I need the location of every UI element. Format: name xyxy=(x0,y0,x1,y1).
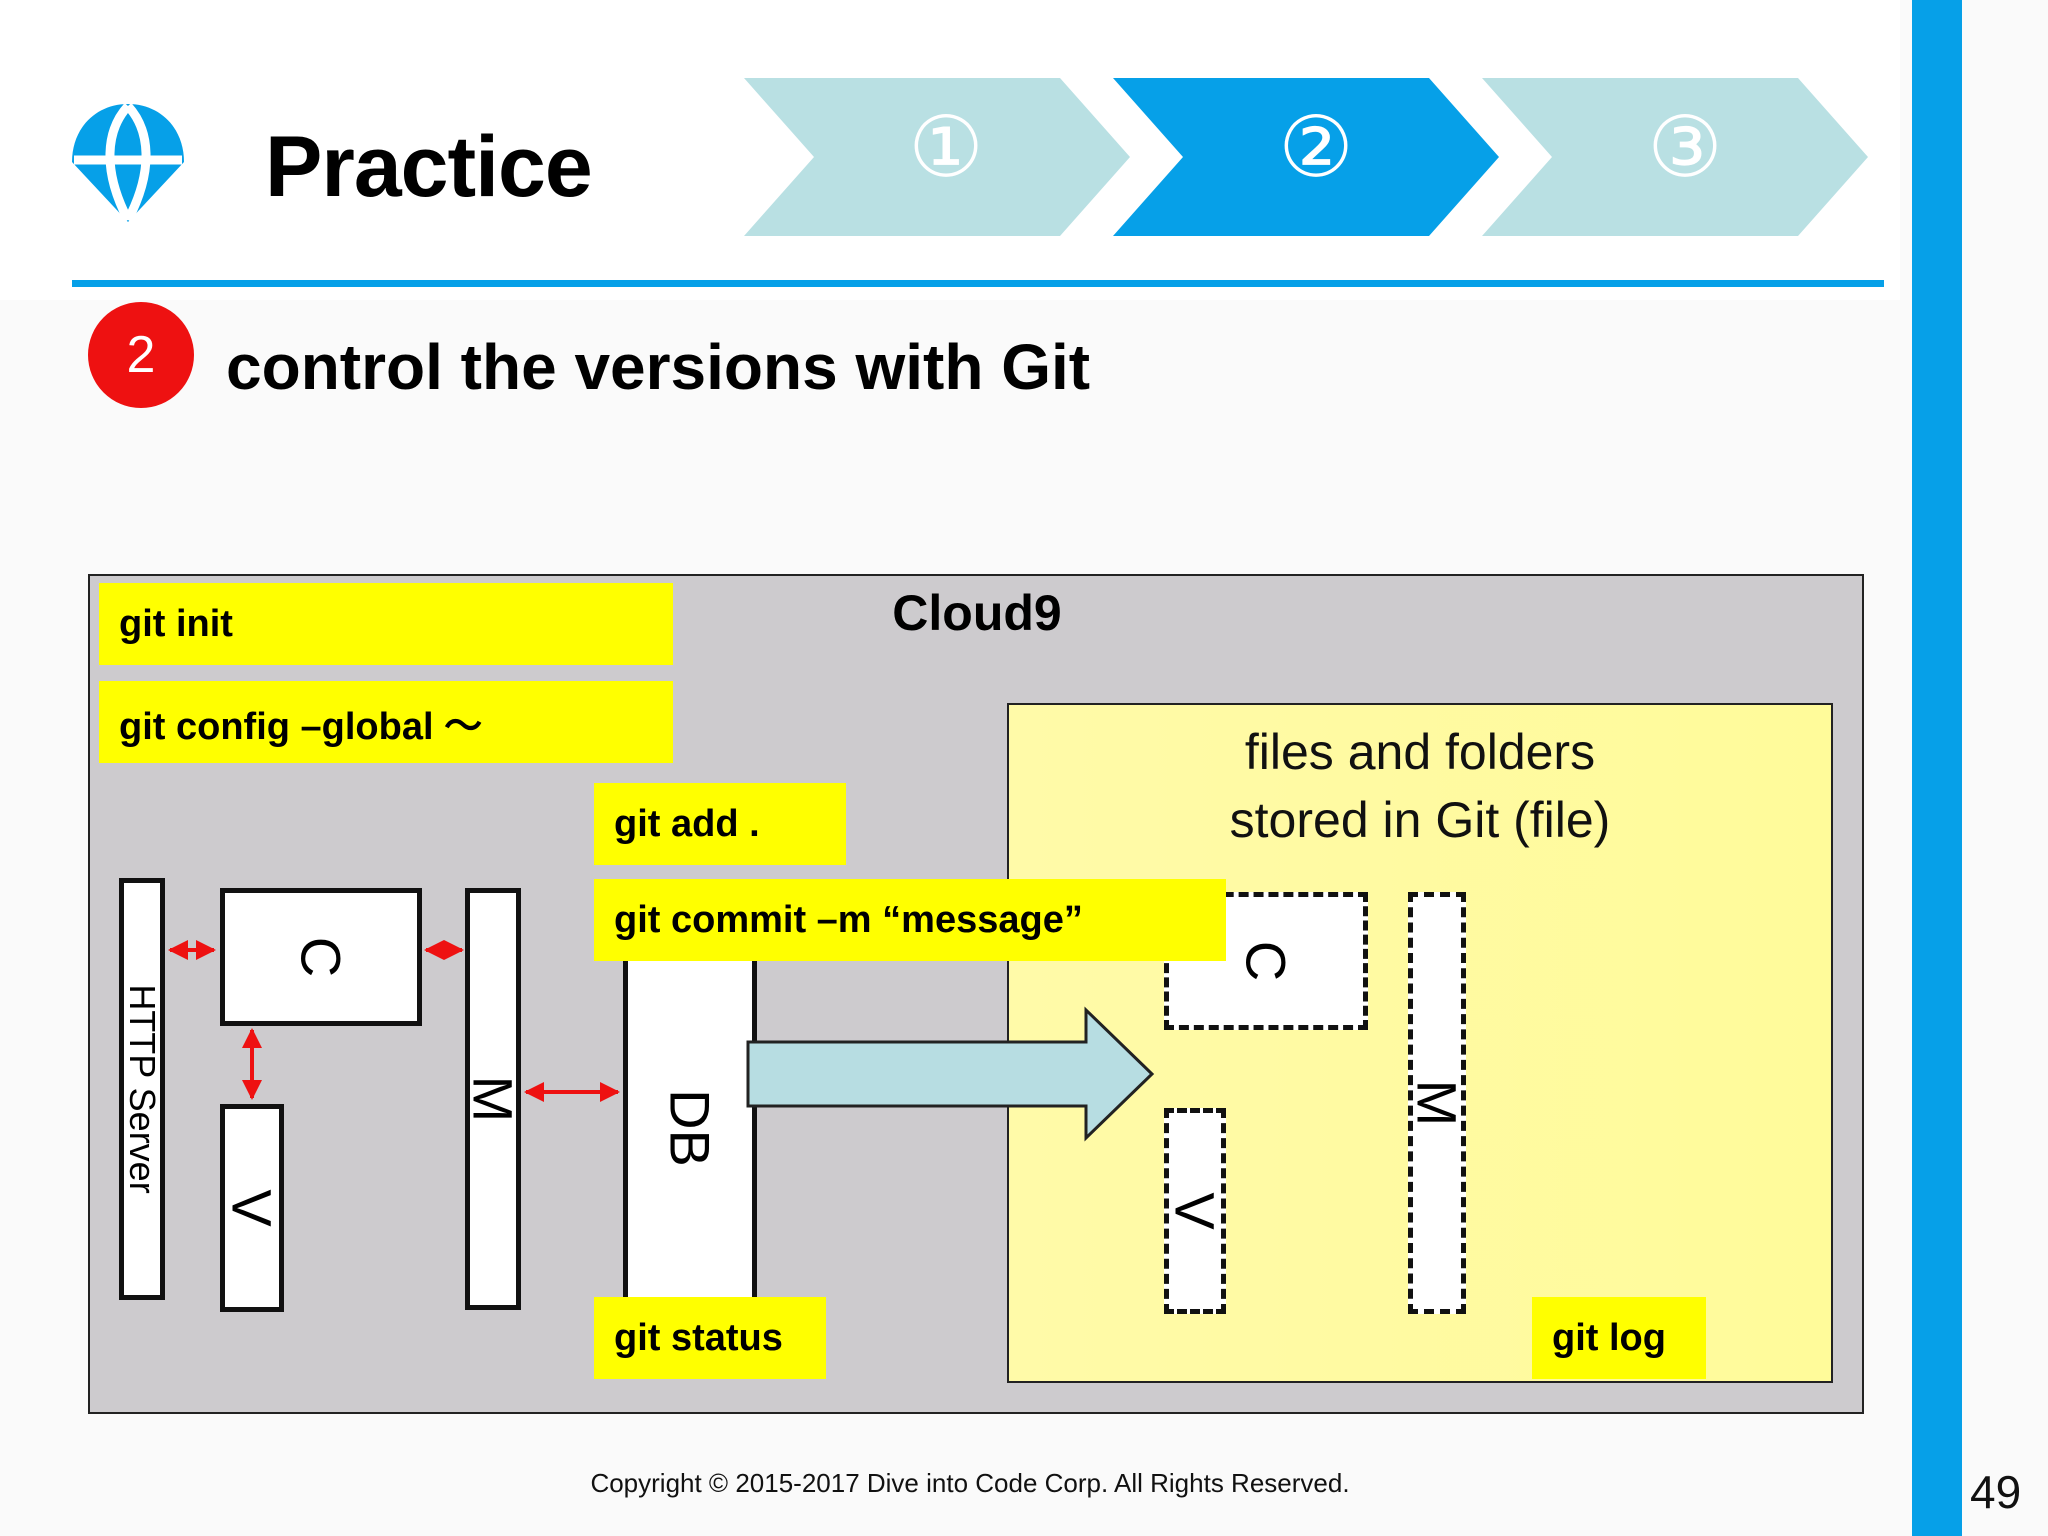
step-3-label: ③ xyxy=(1647,100,1723,194)
git-model-box: M xyxy=(1406,892,1469,1314)
step-progress xyxy=(744,78,1868,236)
git-config-command: git config –global ～ xyxy=(99,681,673,763)
db-box: DB xyxy=(623,950,757,1306)
git-add-command: git add . xyxy=(594,783,846,865)
step-2-chevron xyxy=(1113,78,1499,236)
controller-label: C xyxy=(289,936,353,978)
view-label: V xyxy=(220,1189,284,1227)
page-title: Practice xyxy=(265,119,593,215)
model-box: M xyxy=(462,888,525,1310)
cloud9-label: Cloud9 xyxy=(892,585,1062,641)
header-divider xyxy=(72,280,1884,287)
section-title: control the versions with Git xyxy=(226,331,1091,403)
git-controller-label: C xyxy=(1234,940,1298,982)
git-view-box: V xyxy=(1163,1108,1227,1314)
section-number-badge: 2 xyxy=(88,302,194,408)
git-area-title-line1: files and folders xyxy=(1244,724,1596,780)
step-1-chevron xyxy=(744,78,1130,236)
git-commit-command: git commit –m “message” xyxy=(594,879,1226,961)
git-area-title-line2: stored in Git (file) xyxy=(1229,792,1611,848)
git-area-title: files and folders stored in Git (file) xyxy=(1160,718,1680,854)
http-server-label: HTTP Server xyxy=(122,984,163,1194)
step-3-chevron xyxy=(1482,78,1868,236)
globe-diamond-icon xyxy=(72,102,184,223)
step-2-label: ② xyxy=(1278,100,1354,194)
git-init-command: git init xyxy=(99,583,673,665)
git-view-label: V xyxy=(1163,1192,1227,1230)
db-label: DB xyxy=(658,1089,722,1167)
view-box: V xyxy=(220,1104,284,1312)
page-number: 49 xyxy=(1970,1466,2022,1518)
model-label: M xyxy=(461,1075,525,1123)
controller-box: C xyxy=(220,888,422,1026)
git-model-label: M xyxy=(1405,1079,1469,1127)
git-log-command: git log xyxy=(1532,1297,1706,1379)
http-server-box: HTTP Server xyxy=(119,878,165,1300)
git-status-command: git status xyxy=(594,1297,826,1379)
copyright-text: Copyright © 2015-2017 Dive into Code Cor… xyxy=(590,1468,1350,1498)
side-accent-bar xyxy=(1912,0,1962,1536)
step-1-label: ① xyxy=(908,100,984,194)
